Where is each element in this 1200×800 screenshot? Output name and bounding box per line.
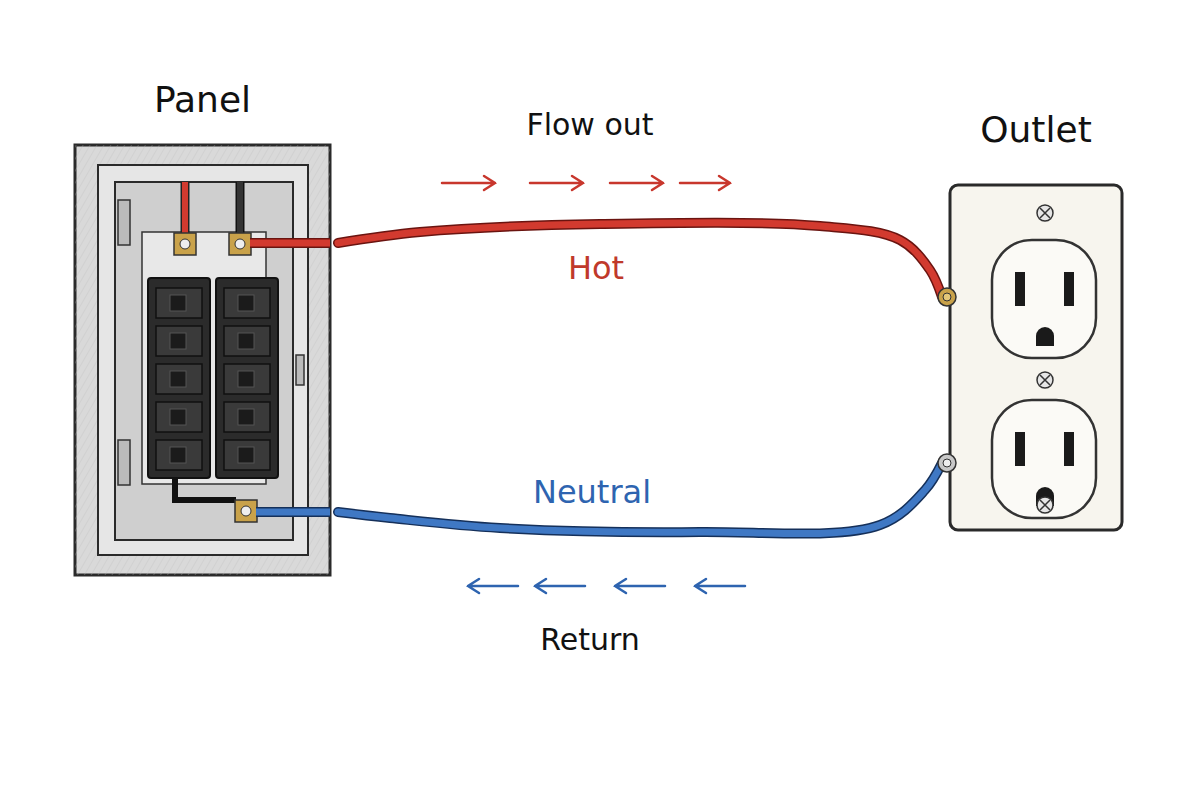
node-heading: Panel: [67, 78, 338, 121]
neutral-bar: [175, 478, 257, 522]
neutral-wire: [338, 463, 942, 534]
wire-label: Neutral: [533, 473, 651, 511]
hinge: [118, 200, 130, 245]
hinge: [118, 440, 130, 485]
wire-outline: [338, 223, 942, 297]
panel-node: Panel: [67, 78, 338, 575]
hot-wire: [338, 223, 942, 297]
flow-label: Return: [540, 622, 640, 658]
flow-label: Flow out: [526, 107, 653, 143]
latch: [296, 355, 304, 385]
wire-core: [338, 463, 942, 534]
wire-label: Hot: [568, 249, 624, 287]
flow-arrows: [442, 176, 730, 190]
node-heading: Outlet: [942, 108, 1130, 151]
wire-stubs: [250, 243, 330, 512]
outlet-node: Outlet: [942, 108, 1130, 530]
panel-housing: [75, 145, 330, 575]
outlet-plate: [950, 185, 1122, 530]
outlet-terminals: [938, 288, 956, 472]
return-arrows: [468, 579, 745, 593]
bus-terminals: [174, 233, 251, 255]
breaker-bank: [148, 278, 278, 478]
wire-outline: [338, 463, 942, 534]
wire-core: [338, 223, 942, 297]
